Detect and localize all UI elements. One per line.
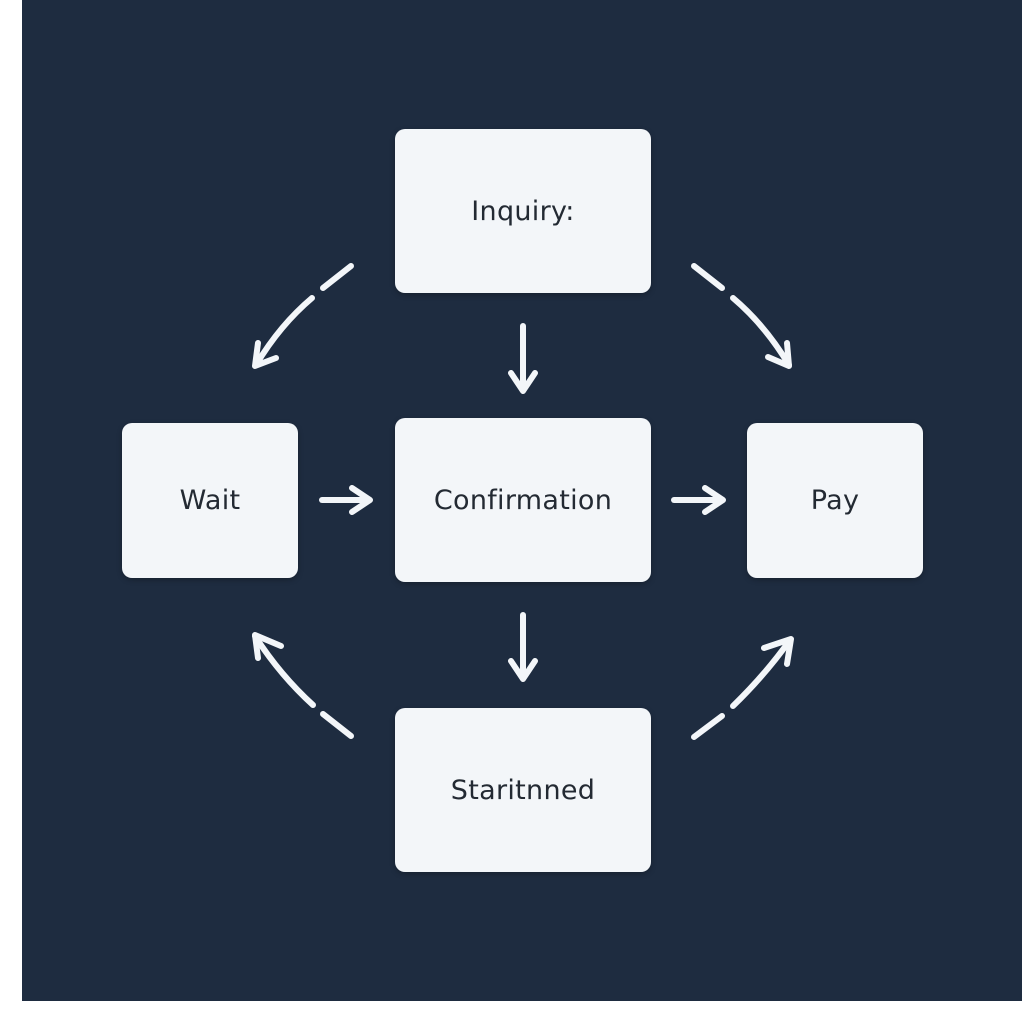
node-wait: Wait: [122, 423, 298, 578]
node-confirmation: Confirmation: [395, 418, 651, 582]
node-label: Staritnned: [450, 774, 596, 806]
node-label: Wait: [179, 485, 241, 516]
node-status: Staritnned: [395, 708, 651, 872]
node-pay: Pay: [747, 423, 923, 578]
node-label: Inquiry:: [471, 195, 575, 227]
node-label: Confirmation: [433, 484, 613, 516]
node-label: Pay: [810, 485, 860, 516]
node-inquiry: Inquiry:: [395, 129, 651, 293]
